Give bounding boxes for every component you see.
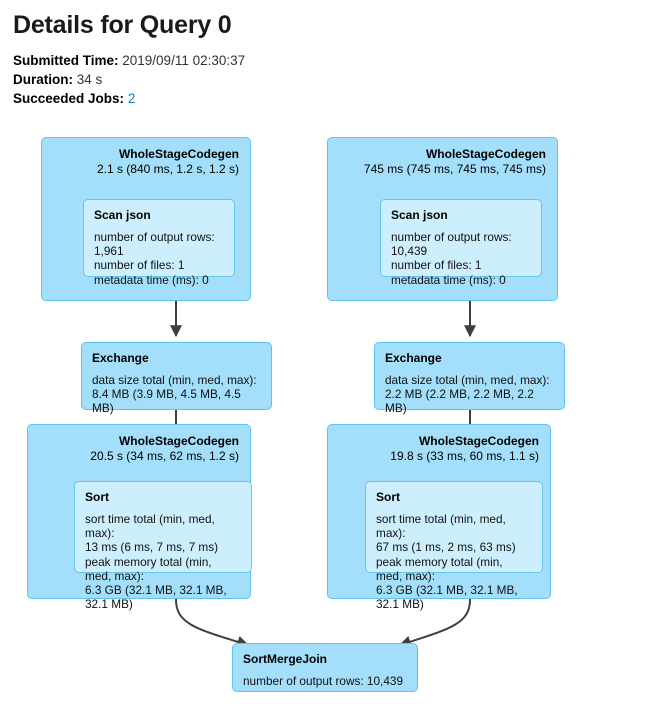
operator-box-sort-merge-join[interactable]: SortMergeJoin number of output rows: 10,… [232, 643, 418, 692]
stage-metric: 19.8 s (33 ms, 60 ms, 1.1 s) [390, 449, 539, 463]
operator-box-exchange-left[interactable]: Exchange data size total (min, med, max)… [81, 342, 272, 415]
succeeded-jobs-row: Succeeded Jobs: 2 [13, 89, 643, 108]
duration-label: Duration: [13, 72, 73, 87]
stage-node-wholestagecodegen-sort-left[interactable]: WholeStageCodegen 20.5 s (34 ms, 62 ms, … [27, 424, 252, 611]
operator-metrics: data size total (min, med, max): 8.4 MB … [92, 373, 257, 416]
operator-title: Exchange [92, 351, 149, 365]
operator-metrics: number of output rows: 1,961 number of f… [94, 230, 215, 287]
stage-header: WholeStageCodegen 20.5 s (34 ms, 62 ms, … [28, 425, 250, 464]
stage-name: WholeStageCodegen [118, 147, 239, 161]
stage-metric: 20.5 s (34 ms, 62 ms, 1.2 s) [90, 449, 239, 463]
operator-box-scan-json-left[interactable]: Scan json number of output rows: 1,961 n… [83, 199, 235, 287]
operator-box-sort-right[interactable]: Sort sort time total (min, med, max): 67… [365, 481, 543, 611]
operator-box-sort-left[interactable]: Sort sort time total (min, med, max): 13… [74, 481, 252, 611]
stage-name: WholeStageCodegen [425, 147, 546, 161]
stage-name: WholeStageCodegen [418, 434, 539, 448]
operator-title: SortMergeJoin [243, 652, 328, 666]
stage-node-wholestagecodegen-scan-right[interactable]: WholeStageCodegen 745 ms (745 ms, 745 ms… [327, 137, 558, 301]
stage-header: WholeStageCodegen 745 ms (745 ms, 745 ms… [328, 138, 557, 177]
duration-value: 34 s [73, 72, 103, 87]
submitted-time-value: 2019/09/11 02:30:37 [118, 53, 246, 68]
submitted-time-label: Submitted Time: [13, 53, 119, 68]
stage-node-wholestagecodegen-scan-left[interactable]: WholeStageCodegen 2.1 s (840 ms, 1.2 s, … [41, 137, 251, 301]
operator-metrics: number of output rows: 10,439 number of … [391, 230, 512, 287]
operator-metrics: sort time total (min, med, max): 13 ms (… [85, 512, 227, 612]
query-header: Details for Query 0 Submitted Time: 2019… [13, 0, 643, 108]
stage-name: WholeStageCodegen [118, 434, 239, 448]
operator-box-scan-json-right[interactable]: Scan json number of output rows: 10,439 … [380, 199, 542, 287]
succeeded-jobs-link[interactable]: 2 [127, 91, 136, 106]
operator-title: Scan json [391, 208, 448, 222]
stage-metric: 745 ms (745 ms, 745 ms, 745 ms) [363, 162, 546, 176]
operator-title: Scan json [94, 208, 151, 222]
duration-row: Duration: 34 s [13, 70, 643, 89]
operator-metrics: data size total (min, med, max): 2.2 MB … [385, 373, 550, 416]
operator-metrics: number of output rows: 10,439 [243, 674, 404, 688]
operator-metrics: sort time total (min, med, max): 67 ms (… [376, 512, 518, 612]
stage-node-wholestagecodegen-sort-right[interactable]: WholeStageCodegen 19.8 s (33 ms, 60 ms, … [327, 424, 551, 611]
stage-header: WholeStageCodegen 2.1 s (840 ms, 1.2 s, … [42, 138, 250, 177]
operator-title: Sort [376, 490, 400, 504]
operator-title: Exchange [385, 351, 442, 365]
succeeded-jobs-label: Succeeded Jobs: [13, 91, 125, 106]
operator-box-exchange-right[interactable]: Exchange data size total (min, med, max)… [374, 342, 565, 415]
stage-header: WholeStageCodegen 19.8 s (33 ms, 60 ms, … [328, 425, 550, 464]
operator-title: Sort [85, 490, 109, 504]
page-title: Details for Query 0 [13, 11, 232, 39]
stage-metric: 2.1 s (840 ms, 1.2 s, 1.2 s) [96, 162, 239, 176]
submitted-time-row: Submitted Time: 2019/09/11 02:30:37 [13, 51, 643, 70]
